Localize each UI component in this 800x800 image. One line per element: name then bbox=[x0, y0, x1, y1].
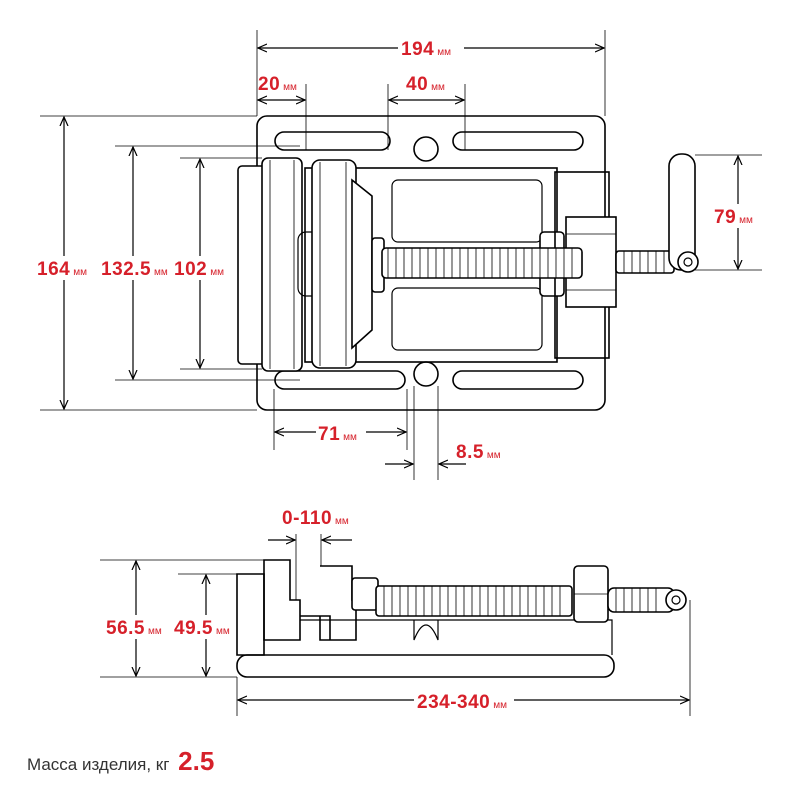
side-lead-screw bbox=[375, 585, 573, 617]
slot bbox=[274, 131, 391, 151]
side-moving-jaw bbox=[319, 565, 357, 641]
side-view bbox=[236, 559, 687, 678]
slot bbox=[413, 136, 439, 162]
moving-jaw bbox=[311, 159, 357, 369]
slot bbox=[452, 370, 584, 390]
weight-caption: Масса изделия, кг 2.5 bbox=[27, 746, 214, 777]
fixed-jaw bbox=[261, 157, 303, 372]
weight-value: 2.5 bbox=[178, 746, 215, 776]
top-view bbox=[237, 115, 699, 411]
slot bbox=[413, 361, 439, 387]
side-base bbox=[236, 654, 615, 678]
slot bbox=[452, 131, 584, 151]
weight-label: Масса изделия, кг bbox=[27, 755, 170, 774]
side-fixed-jaw bbox=[263, 559, 301, 641]
